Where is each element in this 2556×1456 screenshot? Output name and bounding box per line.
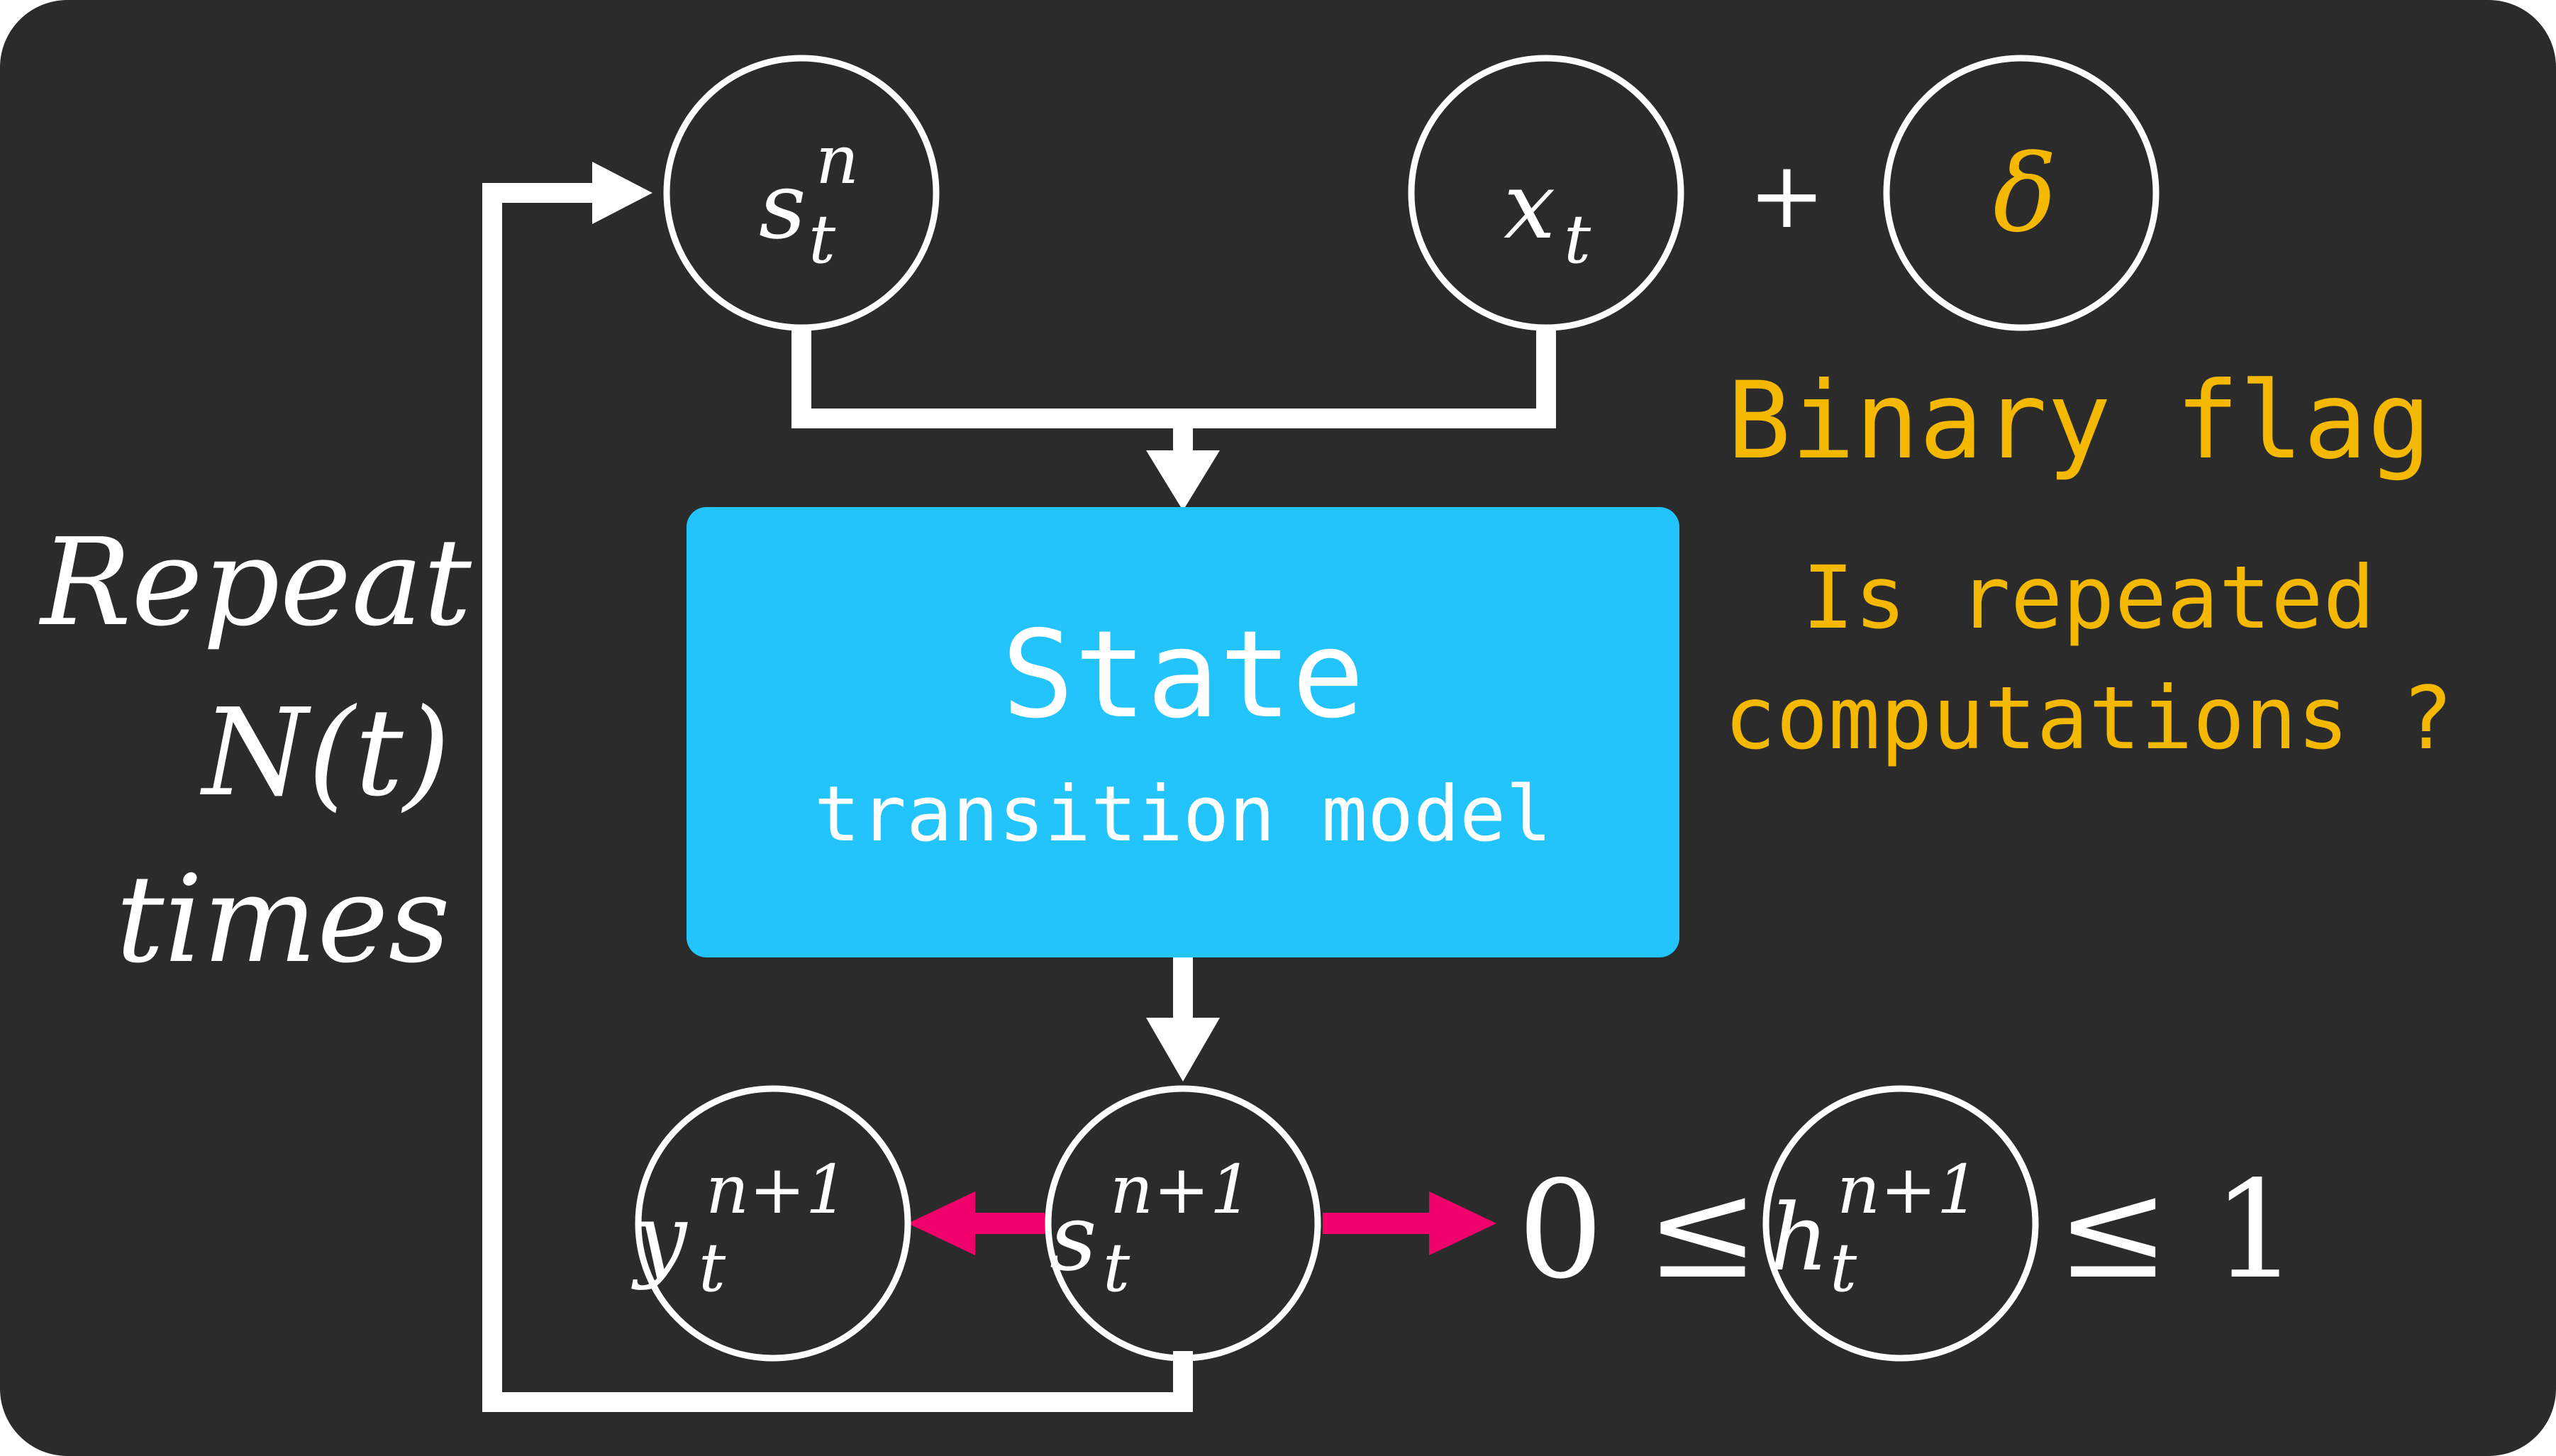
loop-back-arrowhead (592, 162, 652, 224)
inequality-right: ≤ 1 (2057, 1152, 2298, 1308)
loop-back-arrow (482, 183, 1193, 1412)
merge-arrowhead (1146, 450, 1220, 511)
node-h-next-circle (1762, 1085, 2039, 1362)
box-down-arrowhead (1146, 1018, 1220, 1082)
binary-flag-title: Binary flag (1727, 360, 2431, 483)
node-x-t-circle (1408, 55, 1684, 331)
repeat-line1: Repeat (38, 513, 472, 653)
node-delta-circle (1883, 55, 2160, 331)
node-s-n-sup: n (816, 121, 859, 199)
flag-question-line2: computations ? (1724, 668, 2453, 769)
node-y-next-circle (635, 1085, 911, 1362)
node-s-next-label: s (1050, 1184, 1097, 1291)
repeat-line2: N(t) (199, 683, 450, 823)
box-title: State (1001, 605, 1365, 745)
node-y-next-sub: t (699, 1229, 726, 1307)
node-delta-label: δ (1993, 133, 2057, 256)
node-x-t-label: x (1504, 152, 1555, 260)
node-s-next-circle (1045, 1085, 1321, 1362)
node-h-next-sub: t (1830, 1229, 1857, 1307)
repeat-line3: times (116, 850, 450, 990)
pink-arrow-left-head (908, 1191, 975, 1255)
inequality-left: 0 ≤ (1518, 1152, 1759, 1308)
node-s-next-sub: t (1103, 1229, 1130, 1307)
node-s-n-circle (663, 55, 940, 331)
plus-sign: + (1748, 141, 1826, 249)
flag-question-line1: Is repeated (1802, 548, 2375, 648)
node-y-next-label: y (631, 1184, 688, 1291)
box-subtitle: transition model (814, 770, 1552, 859)
node-h-next-label: h (1769, 1184, 1829, 1291)
node-h-next-sup: n+1 (1837, 1151, 1979, 1229)
node-s-next-sup: n+1 (1110, 1151, 1252, 1229)
node-x-t-sub: t (1564, 201, 1591, 279)
node-s-n-label: s (759, 152, 806, 260)
state-transition-box (687, 507, 1679, 957)
node-y-next-sup: n+1 (706, 1151, 848, 1229)
pink-arrow-right-head (1429, 1191, 1496, 1255)
node-s-n-sub: t (809, 201, 836, 279)
